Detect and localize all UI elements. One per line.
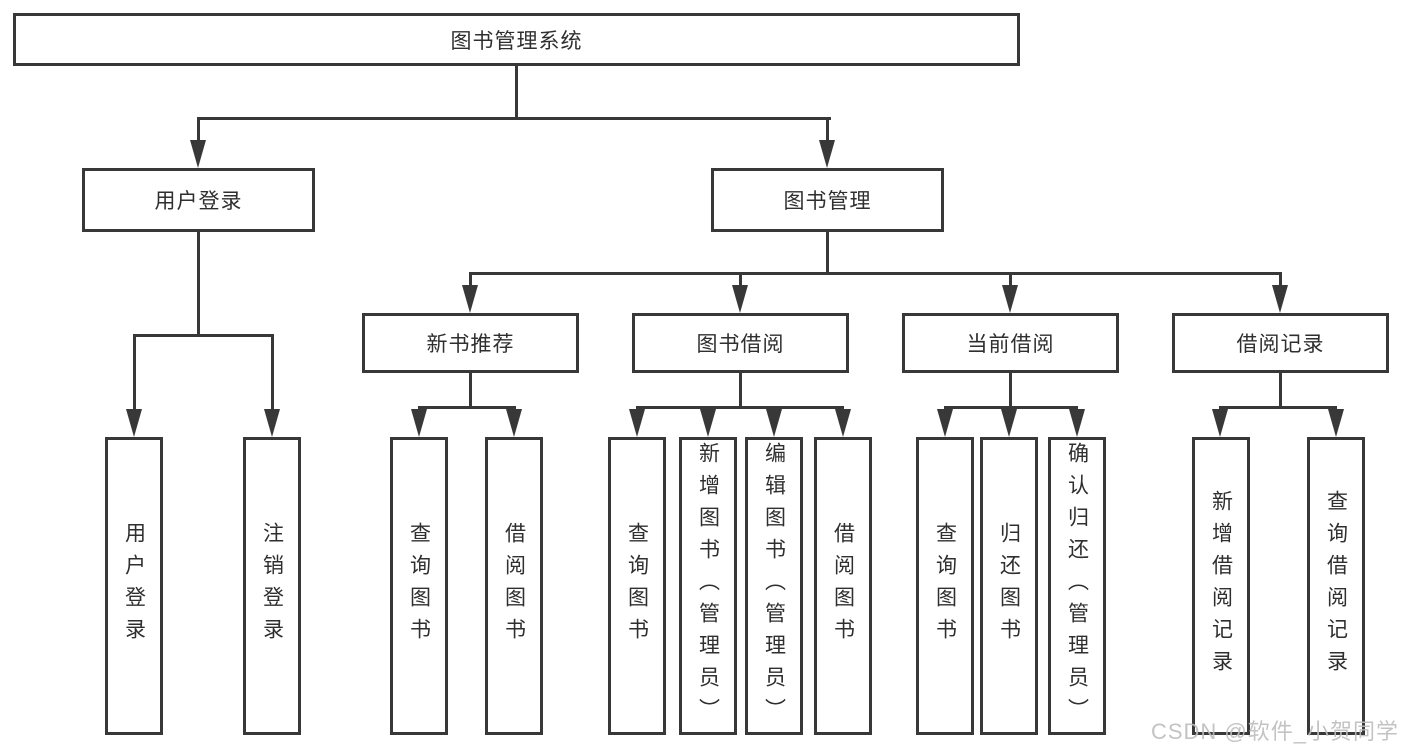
node-book-borrowing-label: 图书借阅 [696, 333, 785, 356]
node-new-book-recommend: 新书推荐 [362, 313, 579, 373]
arrowhead-down-icon [1272, 285, 1288, 313]
connector-line [469, 272, 472, 289]
connector-line [1279, 373, 1282, 409]
arrowhead-down-icon [700, 409, 716, 437]
connector-line [197, 232, 200, 337]
arrowhead-down-icon [1328, 409, 1344, 437]
arrowhead-down-icon [1002, 285, 1018, 313]
connector-line [739, 373, 742, 409]
leaf-add-borrow-record-label: 新增借阅记录 [1209, 490, 1233, 682]
leaf-query-borrow-record: 查询借阅记录 [1307, 437, 1365, 735]
node-current-borrowing: 当前借阅 [902, 313, 1119, 373]
leaf-return-books-label: 归还图书 [997, 522, 1021, 650]
connector-line [197, 117, 200, 145]
connector-line [1009, 272, 1012, 289]
node-current-borrowing-label: 当前借阅 [966, 333, 1055, 356]
leaf-query-books-recommend: 查询图书 [390, 437, 448, 735]
leaf-query-borrow-record-label: 查询借阅记录 [1324, 490, 1348, 682]
leaf-query-books-current: 查询图书 [916, 437, 974, 735]
leaf-borrow-books-label: 借阅图书 [831, 522, 855, 650]
arrowhead-down-icon [126, 409, 142, 437]
leaf-edit-books-admin: 编辑图书（管理员） [745, 437, 803, 735]
node-root-label: 图书管理系统 [450, 29, 583, 53]
connector-line [133, 334, 274, 337]
leaf-edit-books-admin-label: 编辑图书（管理员） [762, 442, 786, 730]
leaf-borrow-books-recommend: 借阅图书 [485, 437, 543, 735]
leaf-query-books-recommend-label: 查询图书 [407, 522, 431, 650]
arrowhead-down-icon [629, 409, 645, 437]
arrowhead-down-icon [411, 409, 427, 437]
leaf-add-books-admin-label: 新增图书（管理员） [696, 442, 720, 730]
node-root: 图书管理系统 [13, 13, 1020, 66]
connector-line [1009, 373, 1012, 409]
connector-line [470, 272, 1281, 275]
leaf-confirm-return-admin-label: 确认归还（管理员） [1065, 442, 1089, 730]
leaf-user-login: 用户登录 [105, 437, 163, 735]
arrowhead-down-icon [937, 409, 953, 437]
node-user-login-label: 用户登录 [154, 190, 243, 213]
leaf-user-login-label: 用户登录 [122, 522, 146, 650]
connector-line [515, 66, 518, 120]
connector-line [944, 406, 1078, 409]
leaf-confirm-return-admin: 确认归还（管理员） [1048, 437, 1106, 735]
connector-line [826, 232, 829, 275]
watermark: CSDN @软件_小贺同学 [1150, 719, 1399, 744]
arrowhead-down-icon [264, 409, 280, 437]
connector-line [636, 406, 844, 409]
connector-line [133, 334, 136, 413]
connector-line [826, 117, 829, 145]
arrowhead-down-icon [1069, 409, 1085, 437]
leaf-add-books-admin: 新增图书（管理员） [679, 437, 737, 735]
leaf-borrow-books: 借阅图书 [814, 437, 872, 735]
connector-line [739, 272, 742, 289]
node-borrow-records: 借阅记录 [1172, 313, 1389, 373]
node-book-management: 图书管理 [711, 168, 944, 232]
arrowhead-down-icon [732, 285, 748, 313]
arrowhead-down-icon [462, 285, 478, 313]
arrowhead-down-icon [766, 409, 782, 437]
leaf-return-books: 归还图书 [980, 437, 1038, 735]
connector-line [271, 334, 274, 413]
leaf-add-borrow-record: 新增借阅记录 [1192, 437, 1250, 735]
arrowhead-down-icon [506, 409, 522, 437]
leaf-borrow-books-recommend-label: 借阅图书 [502, 522, 526, 650]
connector-line [418, 406, 516, 409]
arrowhead-down-icon [819, 140, 835, 168]
leaf-query-books-borrowing: 查询图书 [608, 437, 666, 735]
arrowhead-down-icon [1001, 409, 1017, 437]
node-new-book-recommend-label: 新书推荐 [426, 333, 515, 356]
connector-line [1219, 406, 1337, 409]
leaf-logout-login-label: 注销登录 [260, 522, 284, 650]
arrowhead-down-icon [1212, 409, 1228, 437]
arrowhead-down-icon [835, 409, 851, 437]
connector-line [197, 117, 831, 120]
leaf-query-books-borrowing-label: 查询图书 [625, 522, 649, 650]
arrowhead-down-icon [190, 140, 206, 168]
leaf-query-books-current-label: 查询图书 [933, 522, 957, 650]
node-borrow-records-label: 借阅记录 [1236, 333, 1325, 356]
node-user-login: 用户登录 [82, 168, 315, 232]
connector-line [1279, 272, 1282, 289]
leaf-logout-login: 注销登录 [243, 437, 301, 735]
connector-line [469, 373, 472, 409]
node-book-borrowing: 图书借阅 [632, 313, 849, 373]
node-book-management-label: 图书管理 [783, 190, 872, 213]
